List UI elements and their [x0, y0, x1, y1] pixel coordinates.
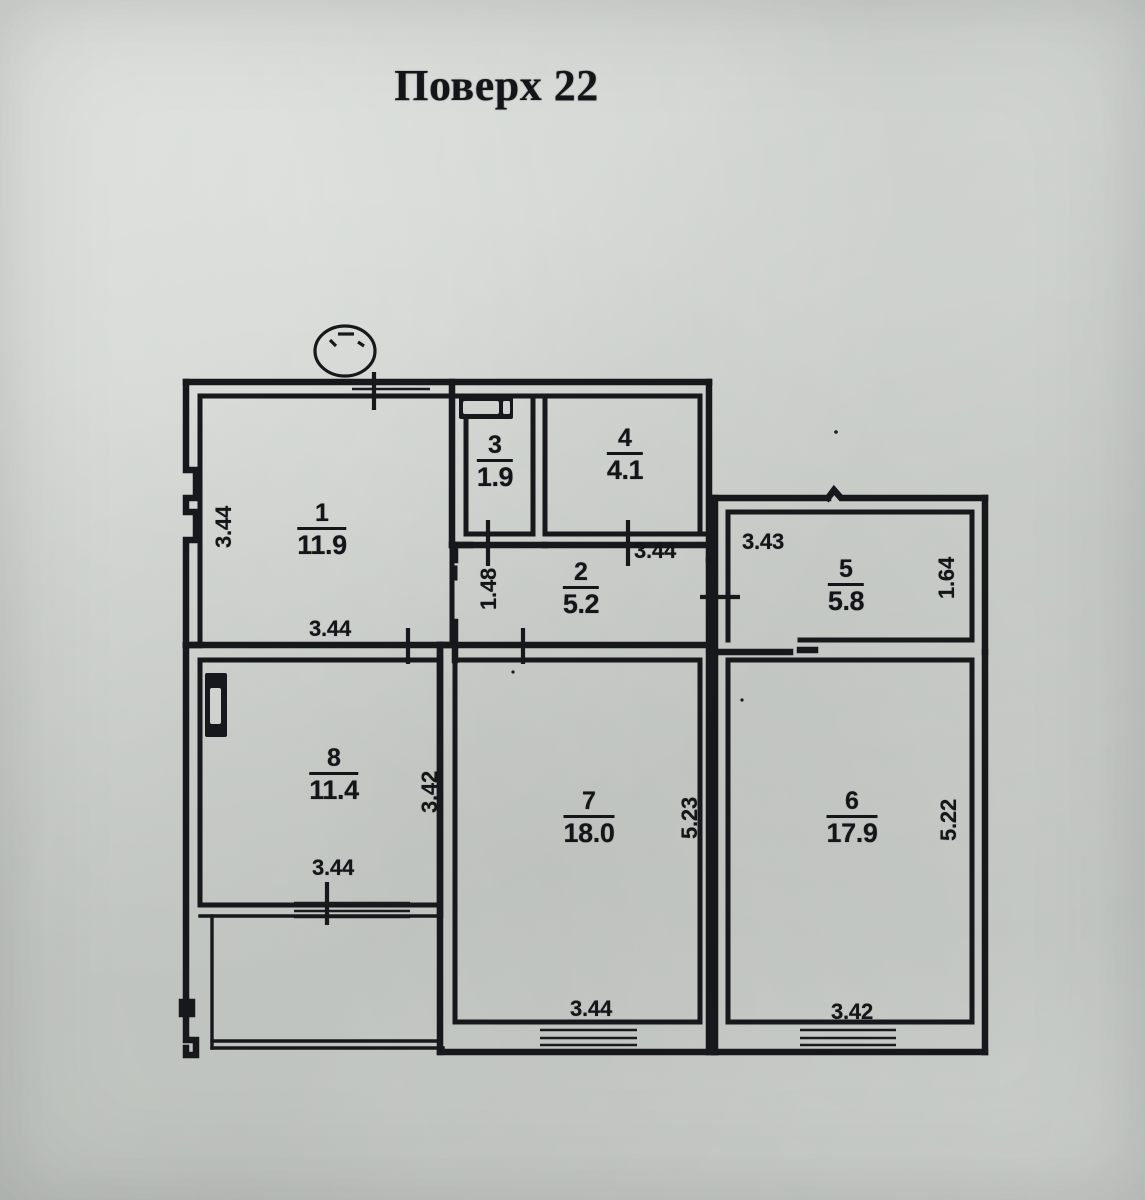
room-area: 11.9	[297, 530, 347, 560]
room-label-divider	[297, 527, 347, 530]
balcony	[198, 914, 445, 1050]
room-area: 1.9	[476, 462, 514, 492]
room-label-divider	[828, 583, 864, 586]
room-label-divider	[563, 815, 615, 818]
room-label-divider	[477, 459, 513, 462]
room-area: 18.0	[563, 818, 615, 848]
room-area: 5.2	[562, 589, 600, 619]
dimension-label: 3.42	[830, 999, 874, 1024]
dimension-label: 3.43	[741, 529, 785, 554]
dimension-label: 5.22	[936, 798, 961, 842]
room-number: 3	[488, 431, 502, 459]
ink-specks	[511, 430, 838, 702]
dimension-label: 1.64	[934, 556, 959, 600]
room-number: 5	[839, 555, 853, 583]
room-3-walls	[448, 378, 536, 566]
room-2-walls	[436, 541, 713, 664]
page-title-text: Поверх 22	[394, 61, 599, 110]
room-area: 11.4	[309, 775, 359, 805]
dimension-label: 3.44	[633, 538, 677, 563]
dimension-label: 3.44	[308, 616, 352, 641]
room-5-walls	[700, 484, 989, 656]
room-label-divider	[607, 452, 643, 455]
dimension-label: 1.48	[476, 567, 501, 611]
room-number: 6	[845, 787, 859, 815]
room-area: 5.8	[827, 586, 865, 616]
room-area: 4.1	[606, 455, 644, 485]
room-4-walls	[542, 378, 713, 566]
dimension-label: 3.44	[311, 855, 355, 880]
dimension-label: 3.44	[211, 505, 236, 549]
dimension-label: 3.42	[417, 770, 442, 814]
room-number: 7	[582, 787, 596, 815]
page-title: Поверх 22	[0, 60, 1145, 111]
room-label-divider	[563, 586, 599, 589]
dimension-label: 3.44	[569, 996, 613, 1021]
room-area: 17.9	[826, 818, 878, 848]
room-number: 4	[618, 424, 632, 452]
room-6-walls	[711, 648, 989, 1056]
dimension-label: 5.23	[677, 796, 702, 840]
round-stamp-mark	[313, 324, 377, 378]
room-label-divider	[826, 815, 878, 818]
room-number: 2	[574, 558, 588, 586]
room-7-walls	[436, 556, 719, 1056]
room-label-divider	[309, 772, 359, 775]
room-number: 8	[327, 744, 341, 772]
room-number: 1	[315, 499, 329, 527]
